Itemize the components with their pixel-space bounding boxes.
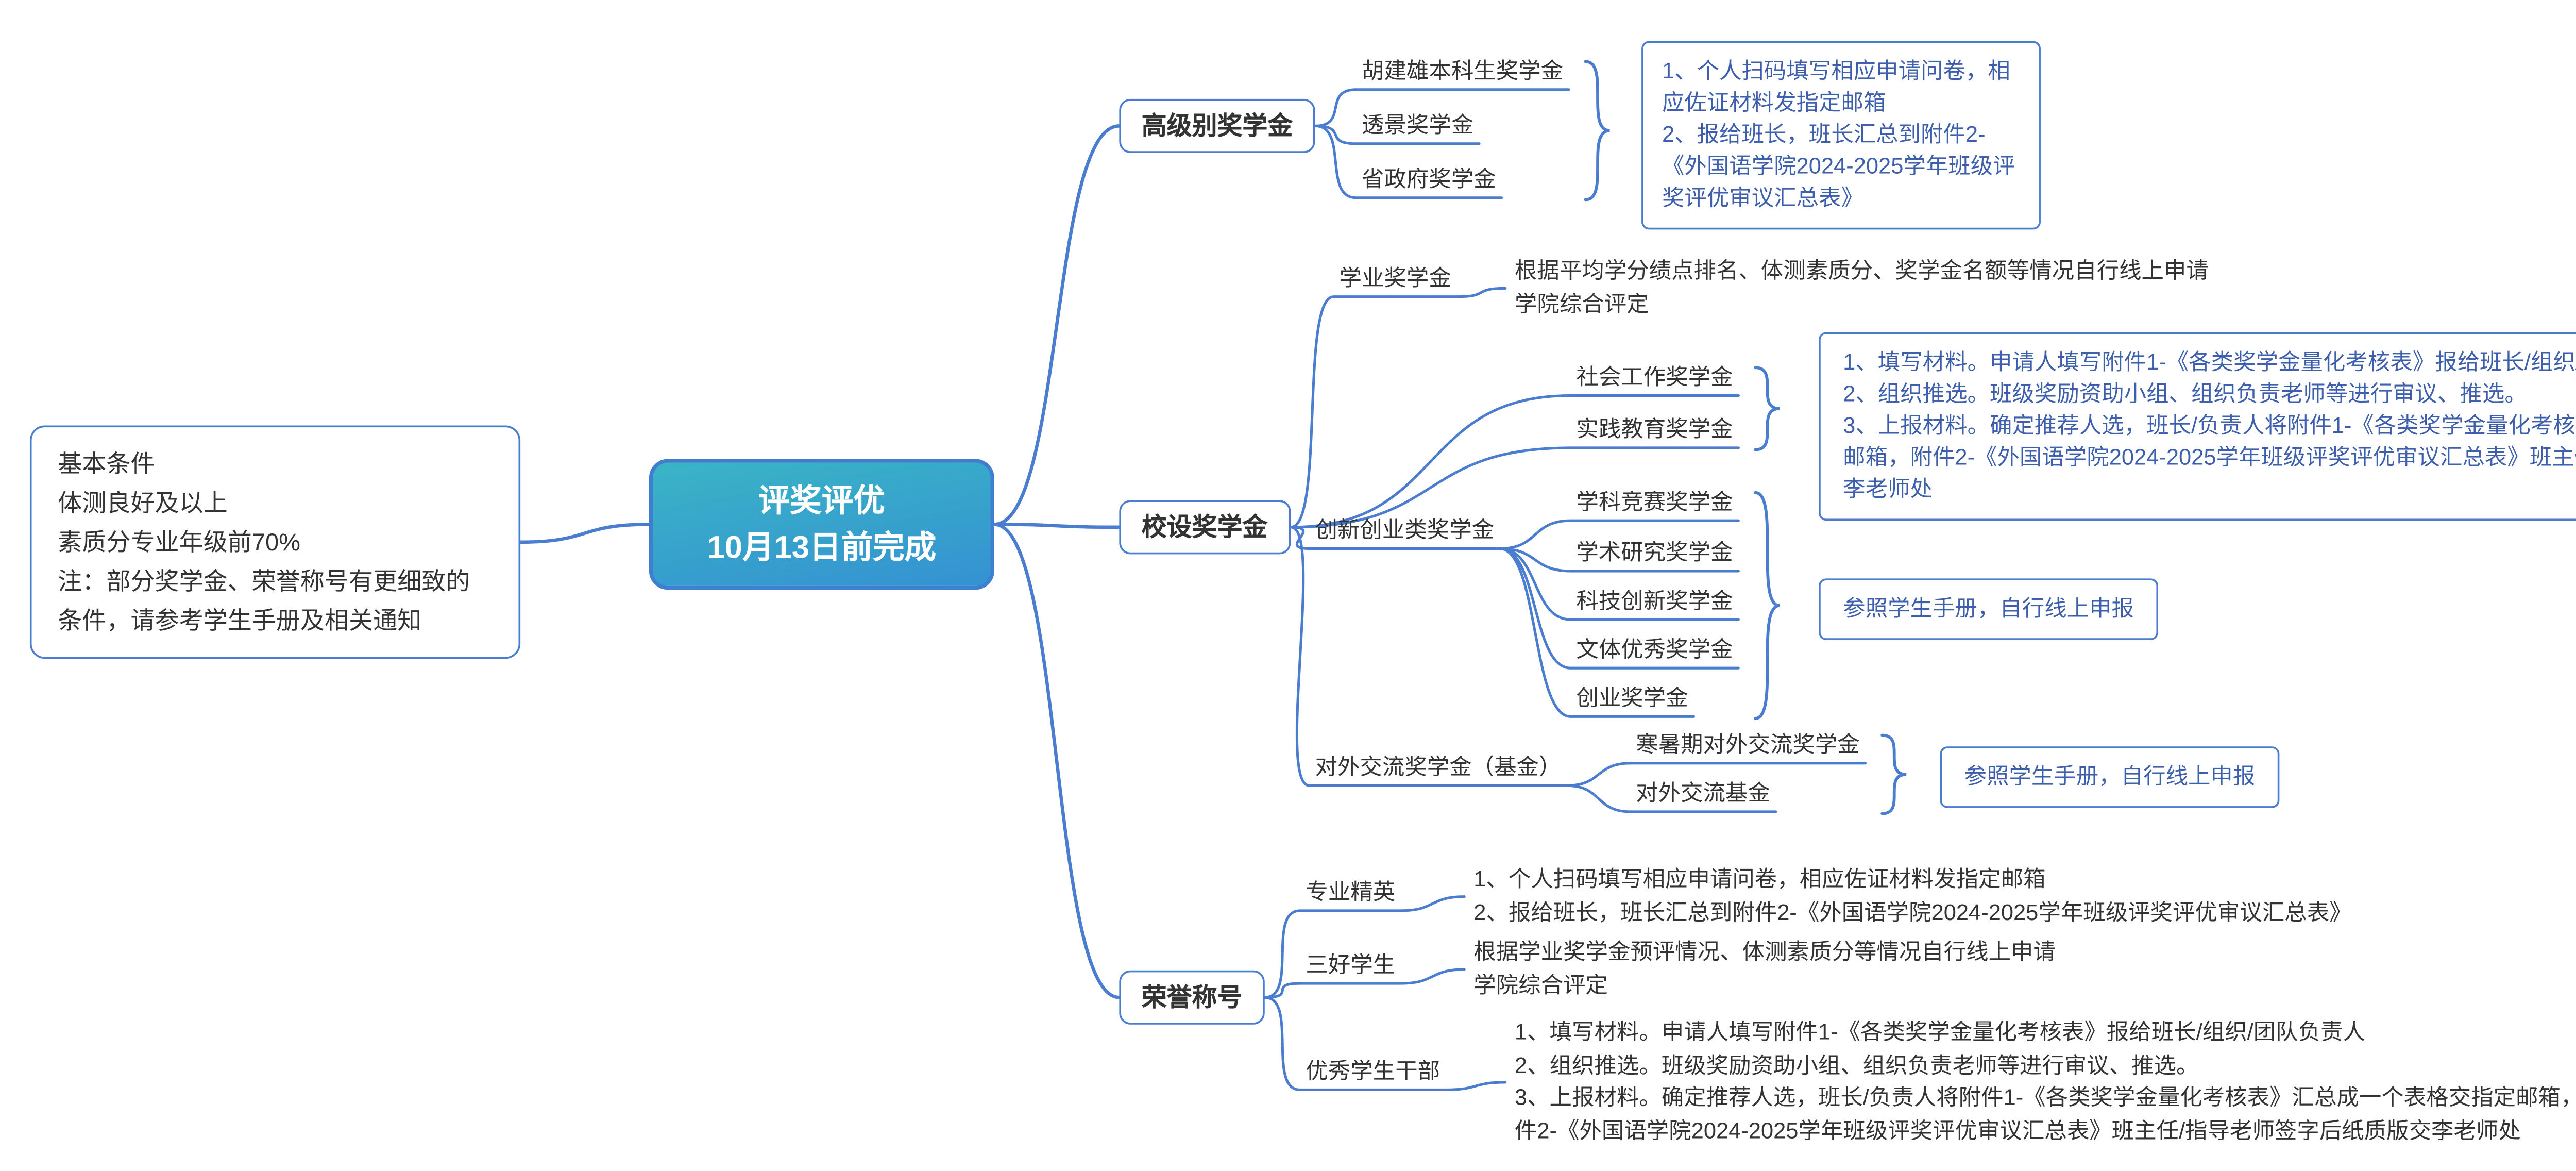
topic-sports-arts-scholarship[interactable]: 文体优秀奖学金	[1576, 636, 1733, 663]
desc-academic-scholarship[interactable]: 根据平均学分绩点排名、体测素质分、奖学金名额等情况自行线上申请 学院综合评定	[1514, 257, 2209, 316]
topic-practical-education-scholarship[interactable]: 实践教育奖学金	[1576, 416, 1733, 443]
topic-academic-research-scholarship[interactable]: 学术研究奖学金	[1576, 539, 1733, 566]
desc-three-good-student[interactable]: 根据学业奖学金预评情况、体测素质分等情况自行线上申请 学院综合评定	[1473, 939, 2056, 998]
central-topic[interactable]: 评奖评优 10月13日前完成	[649, 459, 994, 590]
branch-node-high-level-scholarship[interactable]: 高级别奖学金	[1119, 98, 1315, 153]
basic-conditions-node[interactable]: 基本条件 体测良好及以上 素质分专业年级前70% 注：部分奖学金、荣誉称号有更细…	[29, 425, 521, 659]
topic-exchange-fund[interactable]: 对外交流基金	[1636, 780, 1771, 807]
branch-node-university-scholarship[interactable]: 校设奖学金	[1119, 500, 1290, 555]
topic-entrepreneurship-scholarship[interactable]: 创业奖学金	[1576, 684, 1688, 711]
topic-toujing-scholarship[interactable]: 透景奖学金	[1362, 112, 1474, 138]
note-box-innovation[interactable]: 参照学生手册，自行线上申报	[1819, 578, 2159, 640]
topic-subject-competition-scholarship[interactable]: 学科竞赛奖学金	[1576, 489, 1733, 515]
topic-tech-innovation-scholarship[interactable]: 科技创新奖学金	[1576, 588, 1733, 614]
topic-winter-summer-exchange-scholarship[interactable]: 寒暑期对外交流奖学金	[1636, 731, 1860, 758]
procedure-box-high-level[interactable]: 1、个人扫码填写相应申请问卷，相应佐证材料发指定邮箱 2、报给班长，班长汇总到附…	[1641, 41, 2041, 230]
topic-provincial-gov-scholarship[interactable]: 省政府奖学金	[1362, 166, 1496, 192]
branch-node-honorary-title[interactable]: 荣誉称号	[1119, 970, 1265, 1025]
topic-social-work-scholarship[interactable]: 社会工作奖学金	[1576, 364, 1733, 390]
desc-outstanding-student-cadre[interactable]: 1、填写材料。申请人填写附件1-《各类奖学金量化考核表》报给班长/组织/团队负责…	[1514, 1018, 2576, 1143]
topic-professional-elite[interactable]: 专业精英	[1306, 879, 1396, 905]
topic-exchange-scholarship-fund[interactable]: 对外交流奖学金（基金）	[1315, 754, 1562, 780]
topic-hujianxiong-scholarship[interactable]: 胡建雄本科生奖学金	[1362, 58, 1564, 84]
topic-innovation-scholarship-group[interactable]: 创新创业类奖学金	[1315, 516, 1495, 543]
topic-outstanding-student-cadre[interactable]: 优秀学生干部	[1306, 1058, 1440, 1084]
procedure-box-university[interactable]: 1、填写材料。申请人填写附件1-《各类奖学金量化考核表》报给班长/组织/团队负责…	[1819, 332, 2576, 521]
desc-professional-elite[interactable]: 1、个人扫码填写相应申请问卷，相应佐证材料发指定邮箱 2、报给班长，班长汇总到附…	[1473, 865, 2352, 925]
note-box-exchange[interactable]: 参照学生手册，自行线上申报	[1940, 746, 2280, 808]
topic-three-good-student[interactable]: 三好学生	[1306, 951, 1396, 978]
topic-academic-scholarship[interactable]: 学业奖学金	[1339, 265, 1451, 291]
